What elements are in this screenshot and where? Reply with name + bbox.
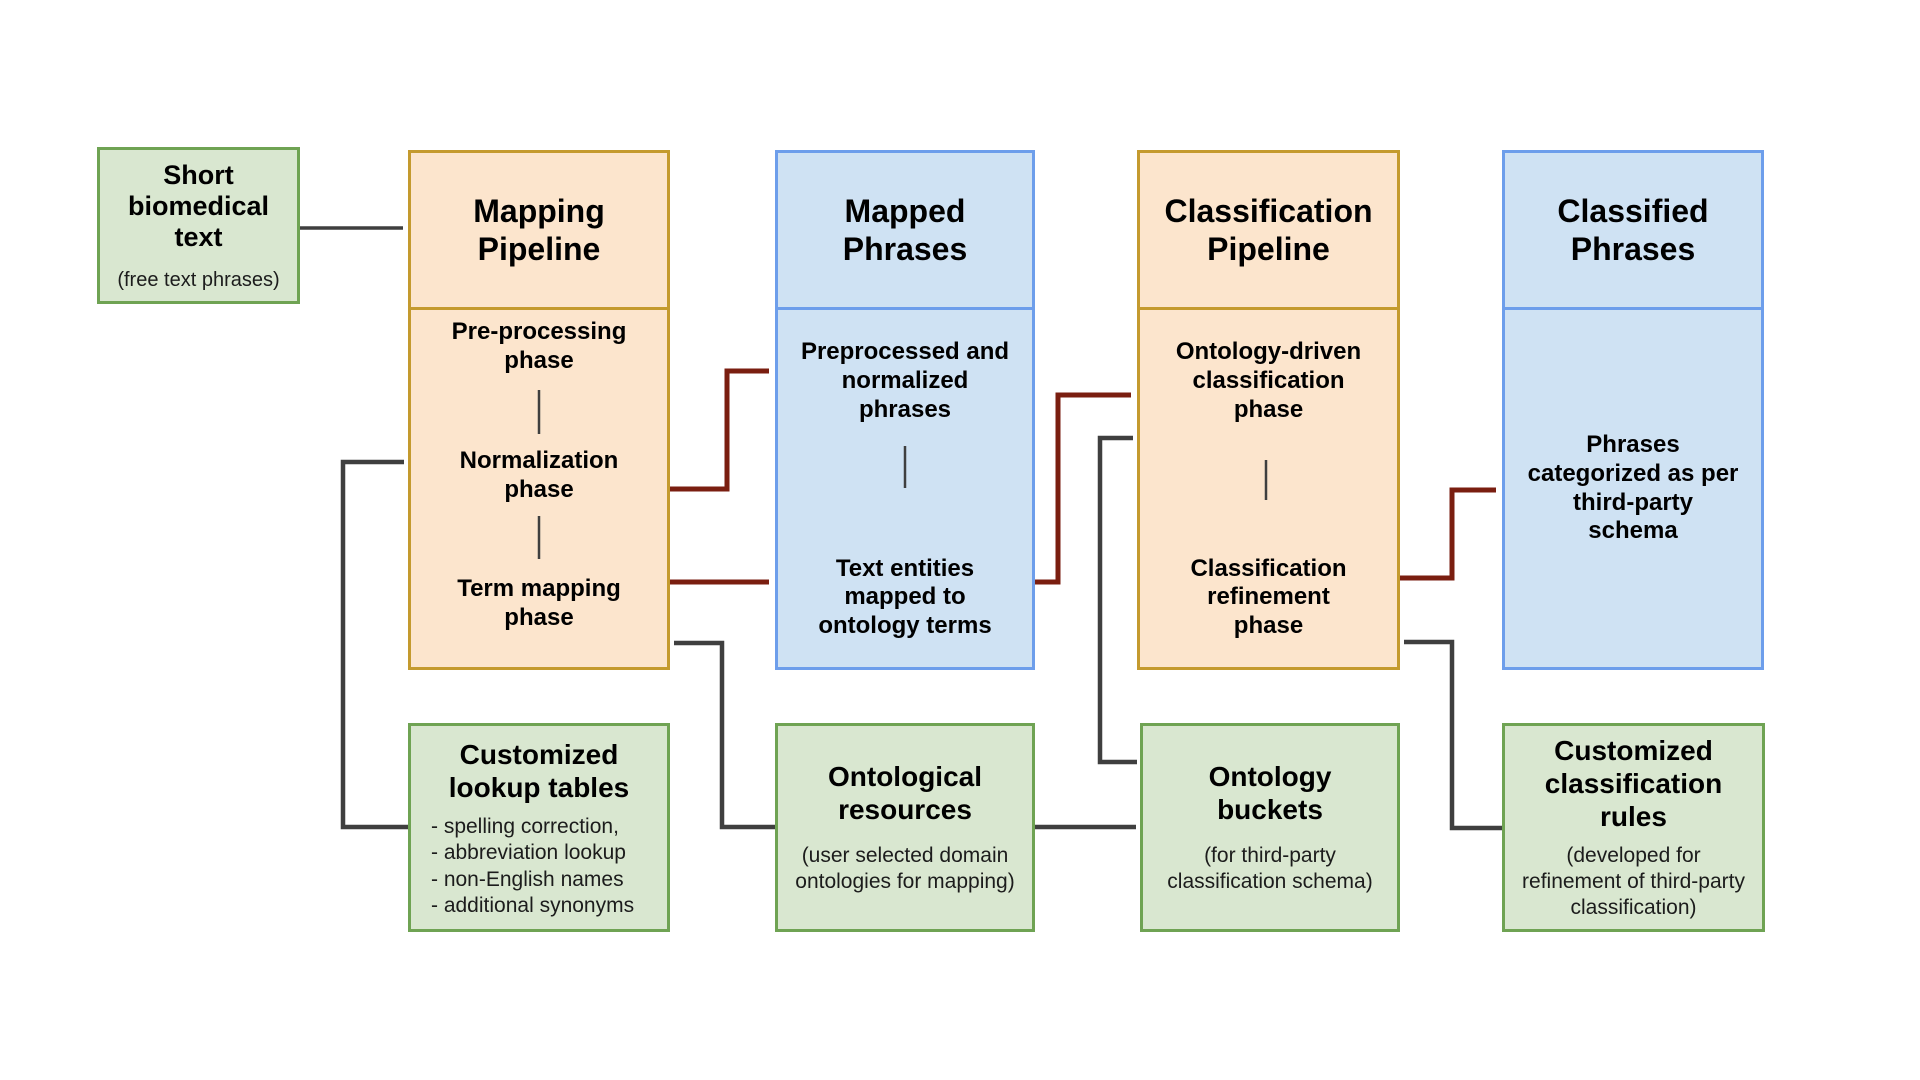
ontological-resources-box: Ontological resources (user selected dom… (775, 723, 1035, 932)
source-text-note: (free text phrases) (117, 269, 280, 292)
phase-preprocessed-normalized: Preprocessed and normalized phrases (800, 338, 1010, 423)
phase-normalization: Normalization phase (459, 446, 619, 503)
lookup-tables-list: - spelling correction, - abbreviation lo… (417, 814, 661, 919)
classification-rules-note: (developed for refinement of third-party… (1522, 844, 1745, 920)
arrow-ontological-resources-to-term-mapping-phase (674, 640, 775, 830)
arrow-classification-rules-to-refinement-phase (1404, 639, 1502, 831)
classified-phrases-header: Classified Phrases (1505, 153, 1761, 310)
mapped-phrases-header: Mapped Phrases (778, 153, 1032, 310)
ontology-buckets-note: (for third-party classification schema) (1167, 843, 1373, 893)
arrow-normalization-to-preprocessed-phrases (670, 368, 769, 492)
ontology-buckets-title: Ontology buckets (1208, 761, 1332, 826)
mapping-pipeline-box: Mapping Pipeline Pre-processing phase No… (408, 150, 670, 670)
mapping-pipeline-header: Mapping Pipeline (411, 153, 667, 310)
arrow-text-entities-to-ontology-classification (1035, 392, 1131, 585)
classification-pipeline-box: Classification Pipeline Ontology-driven … (1137, 150, 1400, 670)
phase-text-entities-mapped: Text entities mapped to ontology terms (818, 554, 992, 640)
customized-classification-rules-title: Customized classification rules (1544, 734, 1723, 832)
arrow-refinement-to-classified-phrases (1400, 487, 1496, 581)
mapping-pipeline-title: Mapping Pipeline (473, 192, 605, 267)
classification-pipeline-title: Classification Pipeline (1164, 192, 1373, 267)
mapped-phrases-title: Mapped Phrases (842, 192, 968, 267)
phase-preprocessing: Pre-processing phase (451, 318, 627, 374)
list-item: - spelling correction, (431, 815, 619, 838)
ontological-resources-note: (user selected domain ontologies for map… (795, 843, 1015, 893)
list-item: - non-English names (431, 867, 624, 891)
source-text-box: Short biomedical text (free text phrases… (97, 147, 300, 304)
customized-lookup-tables-box: Customized lookup tables - spelling corr… (408, 723, 670, 932)
mapping-pipeline-body: Pre-processing phase Normalization phase… (411, 310, 667, 667)
customized-lookup-tables-title: Customized lookup tables (448, 739, 630, 804)
mapped-phrases-body: Preprocessed and normalized phrases Text… (778, 310, 1032, 667)
ontology-buckets-box: Ontology buckets (for third-party classi… (1140, 723, 1400, 932)
customized-classification-rules-box: Customized classification rules (develop… (1502, 723, 1765, 932)
classified-phrases-title: Classified Phrases (1557, 192, 1709, 267)
classification-pipeline-body: Ontology-driven classification phase Cla… (1140, 310, 1397, 667)
mapped-phrases-box: Mapped Phrases Preprocessed and normaliz… (775, 150, 1035, 670)
arrow-lookup-tables-to-normalization-phase (340, 459, 408, 830)
list-item: - additional synonyms (431, 893, 635, 917)
phase-term-mapping: Term mapping phase (457, 575, 621, 632)
source-text-title: Short biomedical text (127, 160, 270, 253)
phase-classification-refinement: Classification refinement phase (1190, 554, 1347, 640)
list-item: - abbreviation lookup (431, 841, 626, 865)
classified-phrases-body: Phrases categorized as per third-party s… (1505, 310, 1761, 667)
ontological-resources-title: Ontological resources (828, 761, 982, 826)
classified-phrases-box: Classified Phrases Phrases categorized a… (1502, 150, 1764, 670)
arrow-ontology-buckets-to-classification-pipeline (1097, 435, 1137, 765)
phase-ontology-driven-classification: Ontology-driven classification phase (1175, 338, 1362, 423)
classification-pipeline-header: Classification Pipeline (1140, 153, 1397, 310)
phase-phrases-categorized: Phrases categorized as per third-party s… (1527, 430, 1739, 545)
